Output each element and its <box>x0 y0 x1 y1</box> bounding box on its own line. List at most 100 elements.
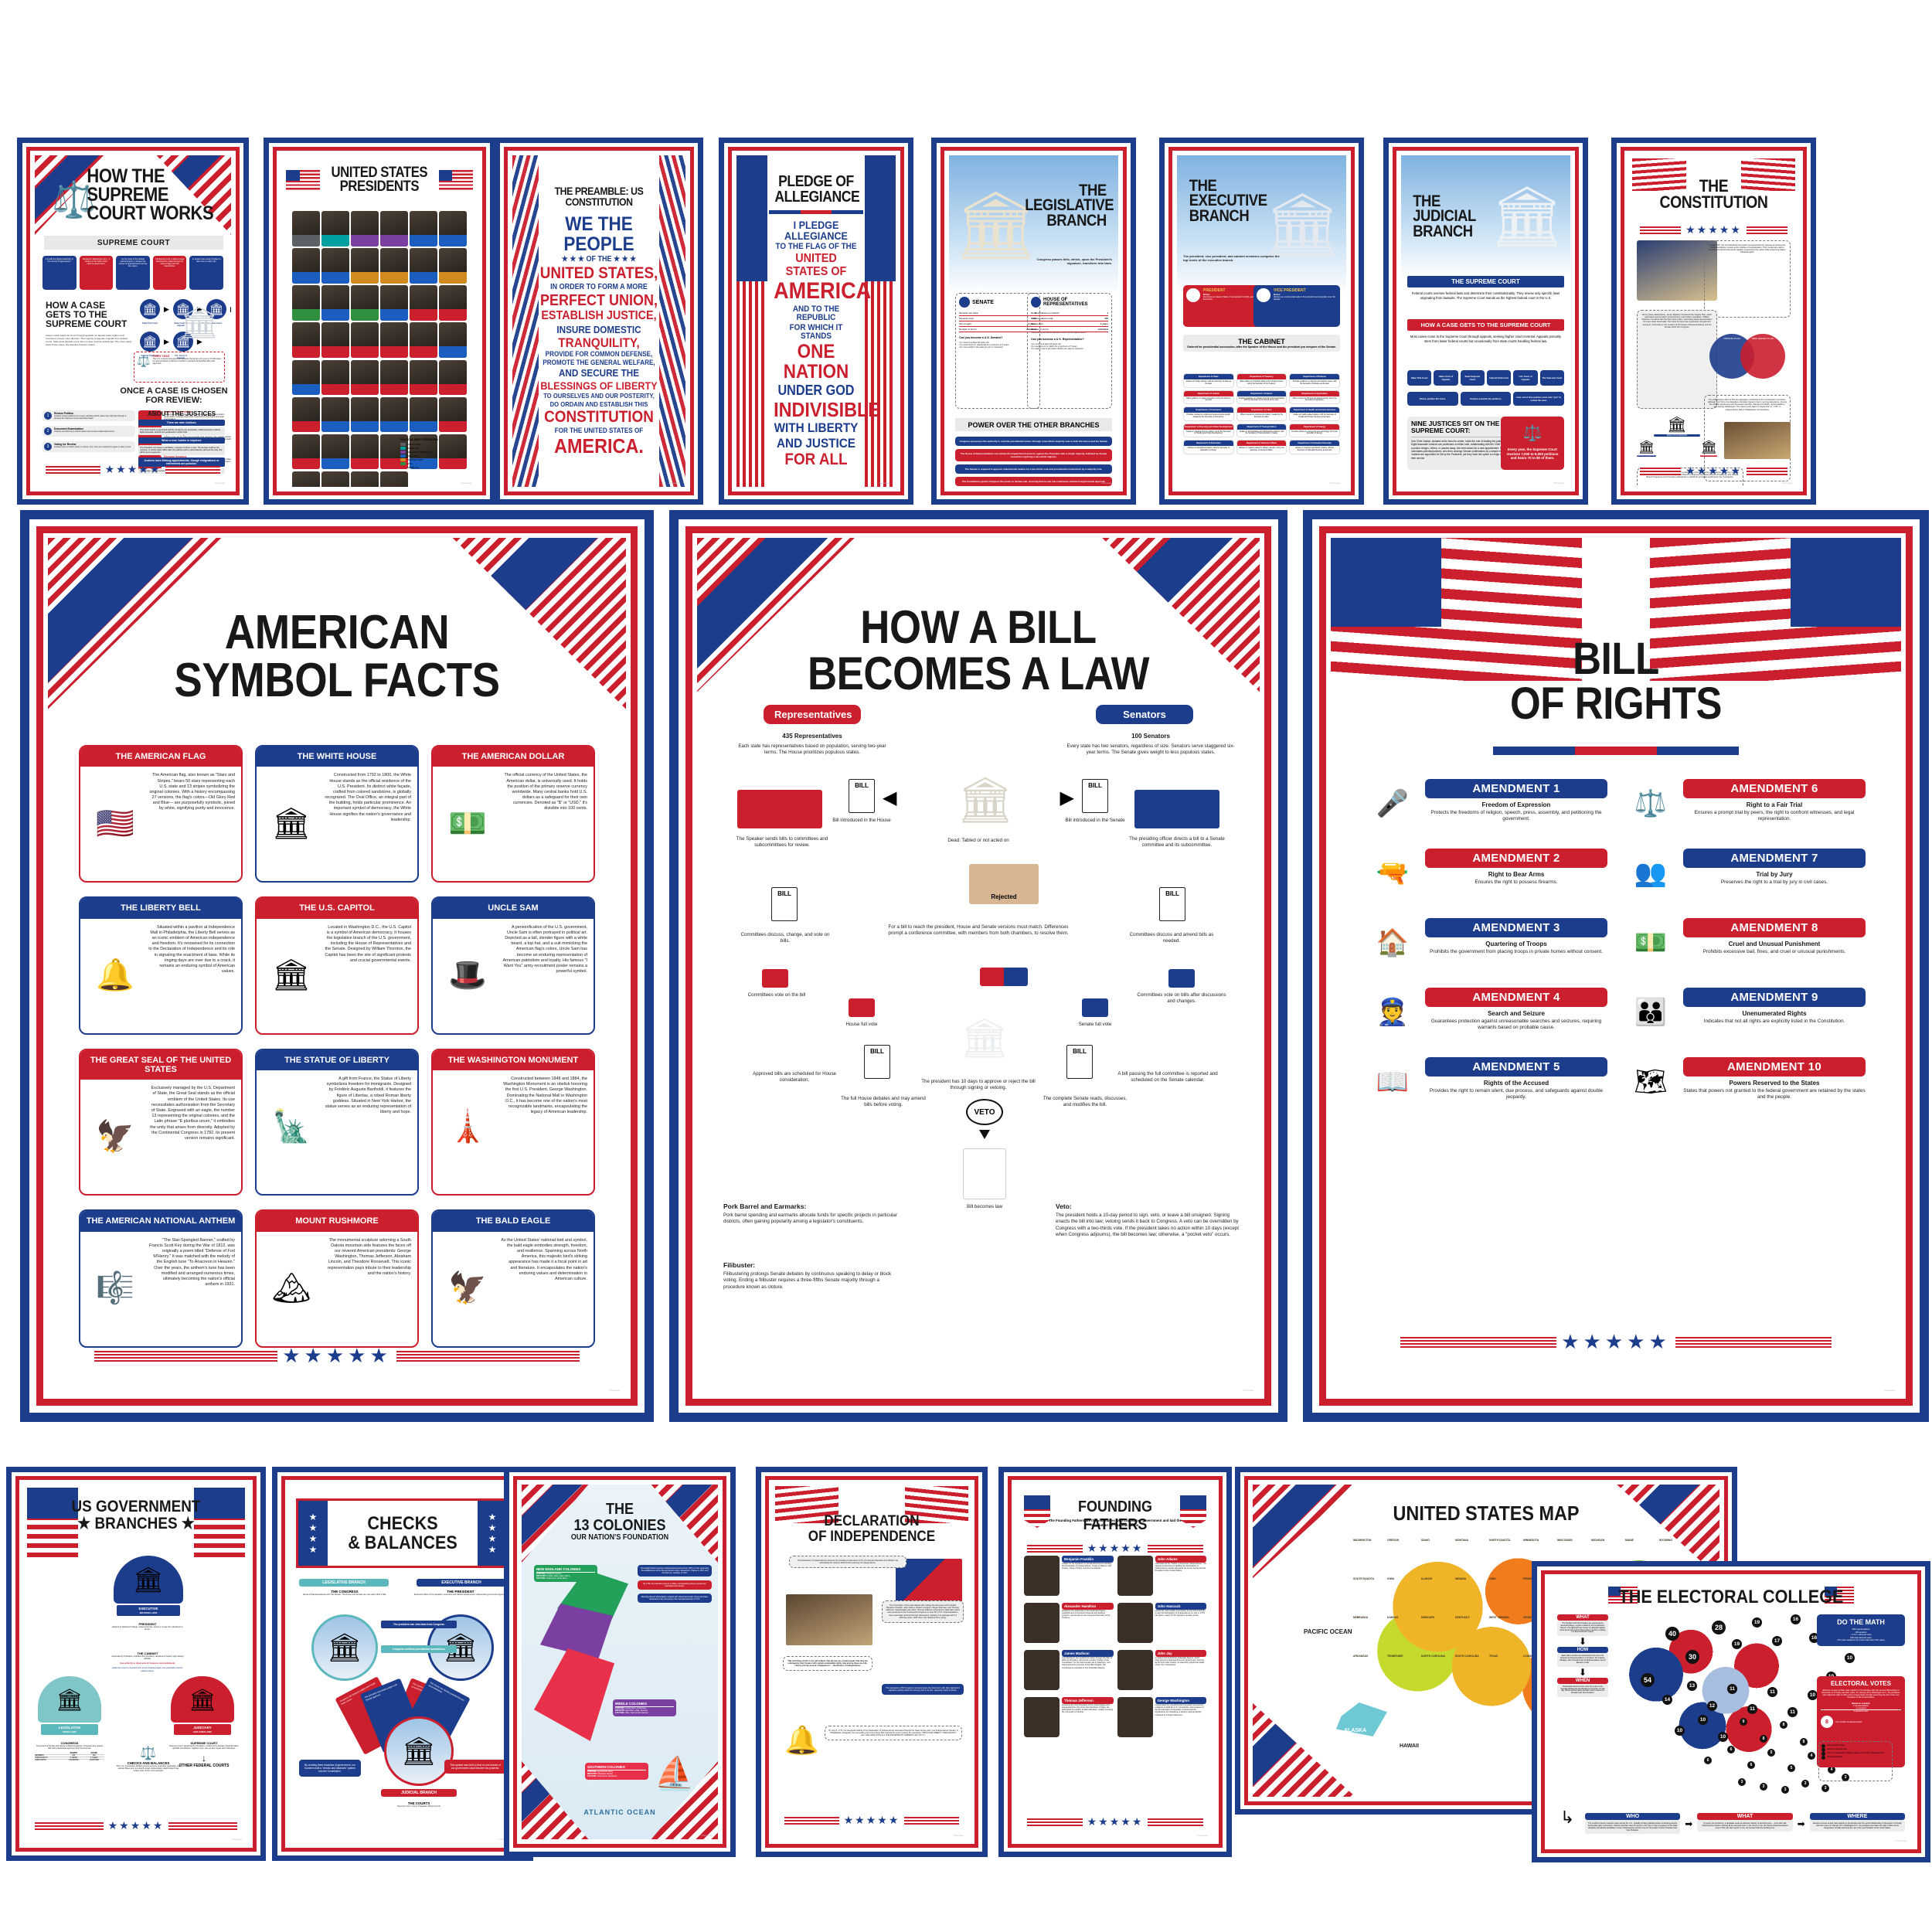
poster-american-symbol-facts[interactable]: AMERICAN SYMBOL FACTS THE AMERICAN FLAG🇺… <box>20 510 654 1422</box>
symbol-icon: 💵 <box>448 806 487 841</box>
president-card[interactable] <box>292 434 320 470</box>
president-card[interactable] <box>292 322 320 358</box>
president-card[interactable] <box>410 359 437 396</box>
poster-preamble[interactable]: THE PREAMBLE: US CONSTITUTION WE THE PEO… <box>495 138 703 505</box>
president-card[interactable] <box>380 396 408 433</box>
poster-checks-and-balances[interactable]: ★★★★ CHECKS & BALANCES ★★★★ LEGISLATIVE … <box>272 1467 533 1861</box>
president-card[interactable] <box>410 285 437 321</box>
poster-constitution[interactable]: THE CONSTITUTION ★★★★★ In May 1787, the … <box>1611 138 1816 505</box>
symbol-card[interactable]: MOUNT RUSHMORE🏔The monumental sculpture … <box>255 1209 419 1348</box>
poster-how-a-bill-becomes-a-law[interactable]: HOW A BILL BECOMES A LAW Representatives… <box>669 510 1287 1422</box>
president-card[interactable] <box>292 471 320 487</box>
poster-supreme-court[interactable]: ⚖️ HOW THE SUPREME COURT WORKS SUPREME C… <box>17 138 249 505</box>
president-card[interactable] <box>292 211 320 247</box>
president-card[interactable] <box>380 211 408 247</box>
symbol-card[interactable]: THE AMERICAN DOLLAR💵The official currenc… <box>431 745 595 883</box>
symbol-card[interactable]: THE WASHINGTON MONUMENT🗼Constructed betw… <box>431 1048 595 1196</box>
president-card[interactable] <box>292 248 320 284</box>
president-card[interactable] <box>380 248 408 284</box>
president-card[interactable] <box>439 434 467 470</box>
poster-legislative-branch[interactable]: 🏛 THE LEGISLATIVE BRANCH Congress passes… <box>931 138 1136 505</box>
poster-judicial-branch[interactable]: 🏛 THE JUDICIAL BRANCH THE SUPREME COURT … <box>1383 138 1588 505</box>
president-card[interactable] <box>292 359 320 396</box>
president-card[interactable] <box>292 285 320 321</box>
president-card[interactable] <box>439 359 467 396</box>
president-card[interactable] <box>439 248 467 284</box>
symbol-card[interactable]: THE AMERICAN FLAG🇺🇸The American flag, al… <box>79 745 243 883</box>
president-card[interactable] <box>351 359 379 396</box>
symbol-card[interactable]: UNCLE SAM🎩A personification of the U.S. … <box>431 896 595 1035</box>
symbol-card[interactable]: THE BALD EAGLE🦅As the United States' nat… <box>431 1209 595 1348</box>
president-card[interactable] <box>410 396 437 433</box>
poster-13-colonies[interactable]: THE 13 COLONIES OUR NATION'S FOUNDATION … <box>504 1467 736 1857</box>
president-card[interactable] <box>410 248 437 284</box>
president-card[interactable] <box>351 211 379 247</box>
president-card[interactable] <box>321 434 349 470</box>
president-card[interactable] <box>380 285 408 321</box>
president-card[interactable] <box>380 322 408 358</box>
president-card[interactable] <box>321 471 349 487</box>
section-band-how-case: HOW A CASE GETS TO THE SUPREME COURT <box>1407 319 1564 331</box>
president-card[interactable] <box>351 322 379 358</box>
symbol-card[interactable]: THE AMERICAN NATIONAL ANTHEM🎼"The Star-S… <box>79 1209 243 1348</box>
poster-founding-fathers[interactable]: FOUNDING FATHERS The Founding Fathers ar… <box>998 1467 1232 1857</box>
president-card[interactable] <box>439 211 467 247</box>
president-card[interactable] <box>321 359 349 396</box>
president-card[interactable] <box>321 248 349 284</box>
symbol-card[interactable]: THE LIBERTY BELL🔔Situated within a pavil… <box>79 896 243 1035</box>
president-card[interactable] <box>321 396 349 433</box>
poster-executive-branch[interactable]: 🏛 THE EXECUTIVE BRANCH The president, vi… <box>1159 138 1364 505</box>
poster-us-government-branches[interactable]: US GOVERNMENT ★ BRANCHES ★ 🏛 EXECUTIVE E… <box>6 1467 266 1861</box>
poster-declaration-of-independence[interactable]: DECLARATION OF INDEPENDENCE The Declarat… <box>756 1467 988 1857</box>
president-card[interactable] <box>410 211 437 247</box>
white-house-icon: 🏛 <box>960 1016 1009 1060</box>
us-flag-icon <box>1741 158 1795 191</box>
poster-us-presidents[interactable]: UNITED STATES PRESIDENTS POLITICAL PARTY… <box>264 138 495 505</box>
president-card[interactable] <box>439 322 467 358</box>
poster-pledge-of-allegiance[interactable]: PLEDGE OF ALLEGIANCE I PLEDGE ALLEGIANCE… <box>719 138 913 505</box>
president-name-bar <box>380 235 408 247</box>
president-card[interactable] <box>321 211 349 247</box>
president-card[interactable] <box>351 471 379 487</box>
symbol-card[interactable]: THE GREAT SEAL OF THE UNITED STATES🦅Excl… <box>79 1048 243 1196</box>
example-total: 8 <box>1821 1716 1833 1729</box>
amendment-name: Powers Reserved to the States <box>1729 1080 1820 1087</box>
symbol-card[interactable]: THE STATUE OF LIBERTY🗽A gift from France… <box>255 1048 419 1196</box>
president-card[interactable] <box>351 396 379 433</box>
president-card[interactable] <box>351 434 379 470</box>
symbol-card[interactable]: THE WHITE HOUSE🏛Constructed from 1792 to… <box>255 745 419 883</box>
symbol-card[interactable]: THE U.S. CAPITOL🏛Located in Washington D… <box>255 896 419 1035</box>
president-card[interactable] <box>351 285 379 321</box>
president-card[interactable] <box>380 359 408 396</box>
president-card[interactable] <box>439 396 467 433</box>
president-card[interactable] <box>292 396 320 433</box>
president-card[interactable] <box>380 471 408 487</box>
president-card[interactable] <box>439 285 467 321</box>
president-card[interactable] <box>410 322 437 358</box>
president-card[interactable] <box>351 248 379 284</box>
president-card[interactable] <box>321 285 349 321</box>
president-card[interactable] <box>410 434 437 470</box>
president-card[interactable] <box>321 322 349 358</box>
fact-chip-row: It is with the highest authority in the … <box>43 256 223 290</box>
